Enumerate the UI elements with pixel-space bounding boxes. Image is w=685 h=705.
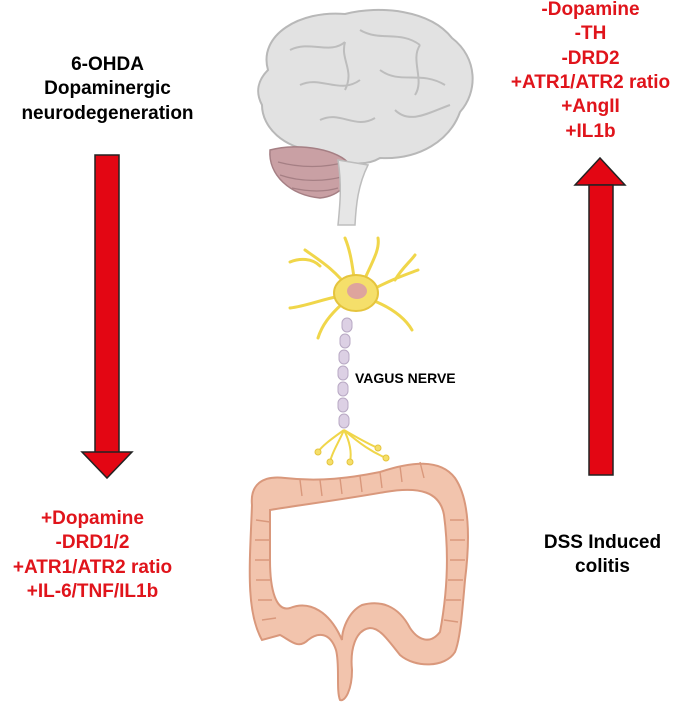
vagus-nerve-label: VAGUS NERVE <box>355 370 456 386</box>
label-line: +IL1b <box>565 120 616 142</box>
left-bottom-label: +Dopamine -DRD1/2 +ATR1/ATR2 ratio +IL-6… <box>0 507 185 604</box>
label-line: -DRD2 <box>561 47 620 69</box>
label-line: +IL-6/TNF/IL1b <box>26 580 159 602</box>
label-line: -Dopamine <box>541 0 640 20</box>
label-line: +ATR1/ATR2 ratio <box>510 71 671 93</box>
label-line: colitis <box>575 556 630 578</box>
label-line: +AngII <box>561 96 620 118</box>
right-top-label: -Dopamine -TH -DRD2 +ATR1/ATR2 ratio +An… <box>496 0 685 144</box>
neuron-icon <box>288 236 420 466</box>
label-line: 6-OHDA <box>71 54 144 75</box>
left-top-label: 6-OHDA Dopaminergic neurodegeneration <box>0 53 215 126</box>
label-line: +ATR1/ATR2 ratio <box>12 556 173 578</box>
down-arrow-icon <box>80 154 134 480</box>
label-line: DSS Induced <box>543 532 662 553</box>
label-line: neurodegeneration <box>21 102 194 124</box>
label-line: -DRD1/2 <box>55 532 130 554</box>
label-line: -TH <box>574 23 607 45</box>
right-bottom-label: DSS Induced colitis <box>510 531 685 580</box>
label-line: Dopaminergic <box>44 78 171 100</box>
brain-icon <box>257 9 474 226</box>
colon-icon <box>248 461 469 702</box>
label-line: +Dopamine <box>41 508 144 529</box>
up-arrow-icon <box>573 156 627 476</box>
